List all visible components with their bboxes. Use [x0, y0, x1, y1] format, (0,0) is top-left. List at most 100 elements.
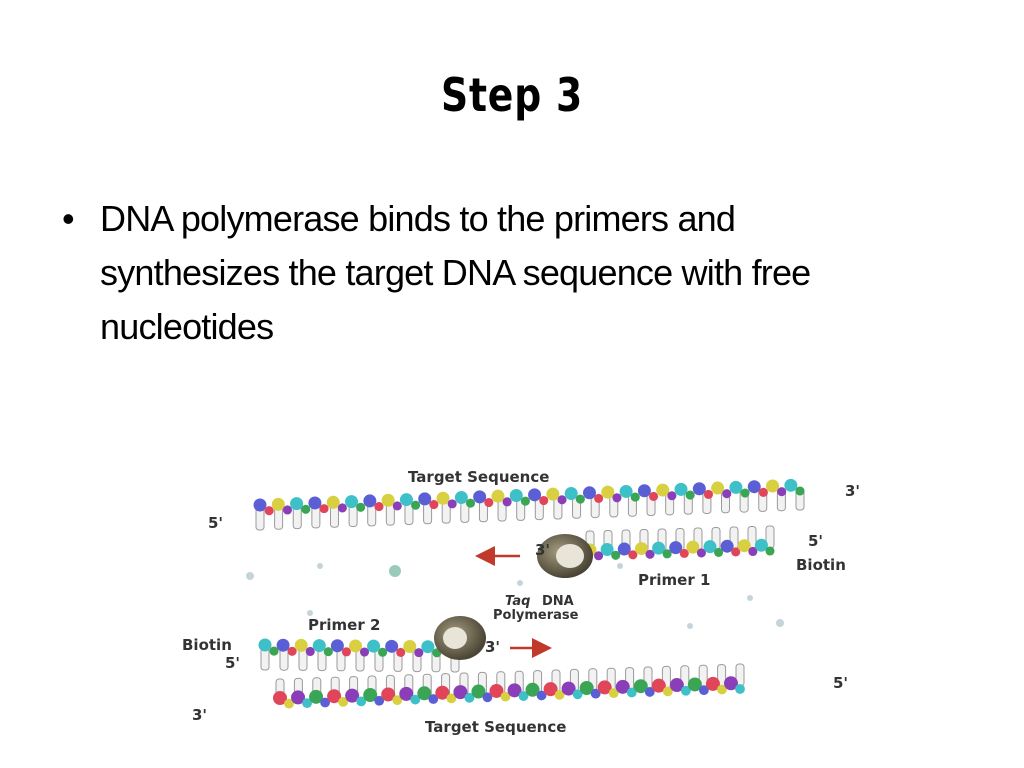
- label-biotin-left: Biotin: [182, 636, 232, 654]
- nucleotide-bead: [687, 677, 702, 692]
- nucleotide-bead: [717, 684, 727, 695]
- nucleotide-bead: [729, 480, 743, 494]
- nucleotide-bead: [287, 646, 297, 656]
- nucleotide-bead: [518, 691, 529, 701]
- nucleotide-bead: [720, 539, 734, 553]
- nucleotide-bead: [273, 691, 287, 705]
- nucleotide-bead: [396, 647, 406, 657]
- nucleotide-bead: [714, 547, 724, 557]
- nucleotide-bead: [633, 679, 648, 694]
- nucleotide-bead: [747, 480, 761, 494]
- label-target-bottom: Target Sequence: [425, 718, 566, 736]
- nucleotide-bead: [446, 693, 457, 704]
- nucleotide-bead: [429, 500, 439, 510]
- nucleotide-bead: [669, 541, 683, 555]
- nucleotide-bead: [356, 696, 367, 707]
- nucleotide-bead: [341, 647, 351, 657]
- nucleotide-bead: [381, 687, 396, 702]
- nucleotide-bead: [447, 499, 457, 509]
- nucleotide-bead: [644, 687, 655, 697]
- label-3prime-bottom-left: 3': [192, 706, 207, 724]
- nucleotide-bead: [367, 639, 381, 653]
- nucleotide-bead: [484, 497, 494, 508]
- nucleotide-bead: [546, 487, 560, 501]
- bullet-symbol: •: [62, 198, 75, 239]
- pcr-diagram: Target Sequence 5' 3' 3' 5' Biotin Prime…: [170, 458, 870, 743]
- nucleotide-bead: [282, 505, 293, 515]
- nucleotide-bead: [418, 492, 432, 506]
- nucleotide-bead: [561, 681, 576, 696]
- nucleotide-bead: [619, 484, 633, 498]
- slide-title: Step 3: [440, 68, 584, 122]
- nucleotide-bead: [428, 694, 439, 704]
- nucleotide-bead: [473, 490, 487, 504]
- nucleotide-bead: [600, 543, 614, 557]
- label-5prime-primer1: 5': [808, 532, 823, 550]
- primer2-strand: [258, 638, 460, 673]
- nucleotide-bead: [414, 648, 424, 658]
- nucleotide-bead: [320, 697, 330, 708]
- nucleotide-bead: [662, 686, 673, 697]
- nucleotide-bead: [737, 539, 751, 553]
- nucleotide-bead: [608, 688, 619, 699]
- nucleotide-bead: [686, 540, 700, 554]
- nucleotide-bead: [766, 479, 780, 493]
- nucleotide-bead: [685, 490, 695, 500]
- nucleotide-bead: [363, 688, 378, 703]
- nucleotide-bead: [692, 482, 706, 496]
- nucleotide-bead: [740, 488, 750, 498]
- nucleotide-bead: [435, 685, 450, 700]
- nucleotide-bead: [359, 647, 370, 657]
- nucleotide-bead: [703, 540, 717, 554]
- nucleotide-bead: [630, 492, 640, 502]
- nucleotide-bead: [711, 481, 725, 495]
- nucleotide-bead: [378, 647, 388, 657]
- top-target-strand: [253, 478, 805, 531]
- nucleotide-bead: [284, 698, 294, 709]
- nucleotide-bead: [471, 684, 486, 699]
- nucleotide-bead: [735, 684, 745, 694]
- nucleotide-bead: [612, 493, 622, 503]
- label-5prime-top-left: 5': [208, 514, 223, 532]
- nucleotide-bead: [392, 501, 402, 511]
- nucleotide-bead: [491, 489, 505, 503]
- label-primer2: Primer 2: [308, 616, 380, 634]
- nucleotide-bead: [302, 698, 312, 709]
- label-taq: Taq: [505, 594, 530, 609]
- nucleotide-bead: [651, 678, 666, 693]
- nucleotide-bead: [489, 683, 504, 698]
- nucleotide-bead: [363, 494, 377, 508]
- primer1-strand: [583, 525, 775, 561]
- label-3prime-primer2: 3': [485, 638, 500, 656]
- nucleotide-bead: [464, 692, 475, 703]
- nucleotide-bead: [399, 686, 414, 701]
- nucleotide-bead: [611, 550, 621, 560]
- nucleotide-bead: [722, 489, 732, 499]
- nucleotide-bead: [417, 686, 432, 701]
- label-dna: DNA: [542, 594, 574, 609]
- nucleotide-bead: [271, 497, 285, 511]
- nucleotide-bead: [454, 491, 468, 505]
- nucleotide-bead: [645, 549, 655, 559]
- nucleotide-bead: [453, 685, 468, 700]
- nucleotide-bead: [634, 542, 648, 556]
- nucleotide-bead: [330, 639, 344, 653]
- nucleotide-bead: [507, 683, 522, 698]
- label-3prime-primer1: 3': [535, 541, 550, 559]
- nucleotide-bead: [723, 676, 738, 691]
- nucleotide-bead: [705, 676, 720, 691]
- nucleotide-bead: [436, 491, 450, 505]
- nucleotide-bead: [784, 478, 798, 492]
- nucleotide-bead: [345, 495, 359, 509]
- nucleotide-bead: [421, 640, 435, 654]
- nucleotide-bead: [312, 639, 326, 653]
- bottom-target-strand: [273, 663, 745, 709]
- nucleotide-bead: [323, 647, 333, 657]
- nucleotide-bead: [674, 482, 688, 496]
- nucleotide-bead: [301, 504, 311, 514]
- nucleotide-bead: [327, 689, 342, 704]
- nucleotide-bead: [679, 548, 689, 558]
- nucleotide-bead: [731, 547, 741, 557]
- pcr-diagram-svg: Target Sequence 5' 3' 3' 5' Biotin Prime…: [182, 468, 860, 736]
- nucleotide-bead: [572, 689, 583, 700]
